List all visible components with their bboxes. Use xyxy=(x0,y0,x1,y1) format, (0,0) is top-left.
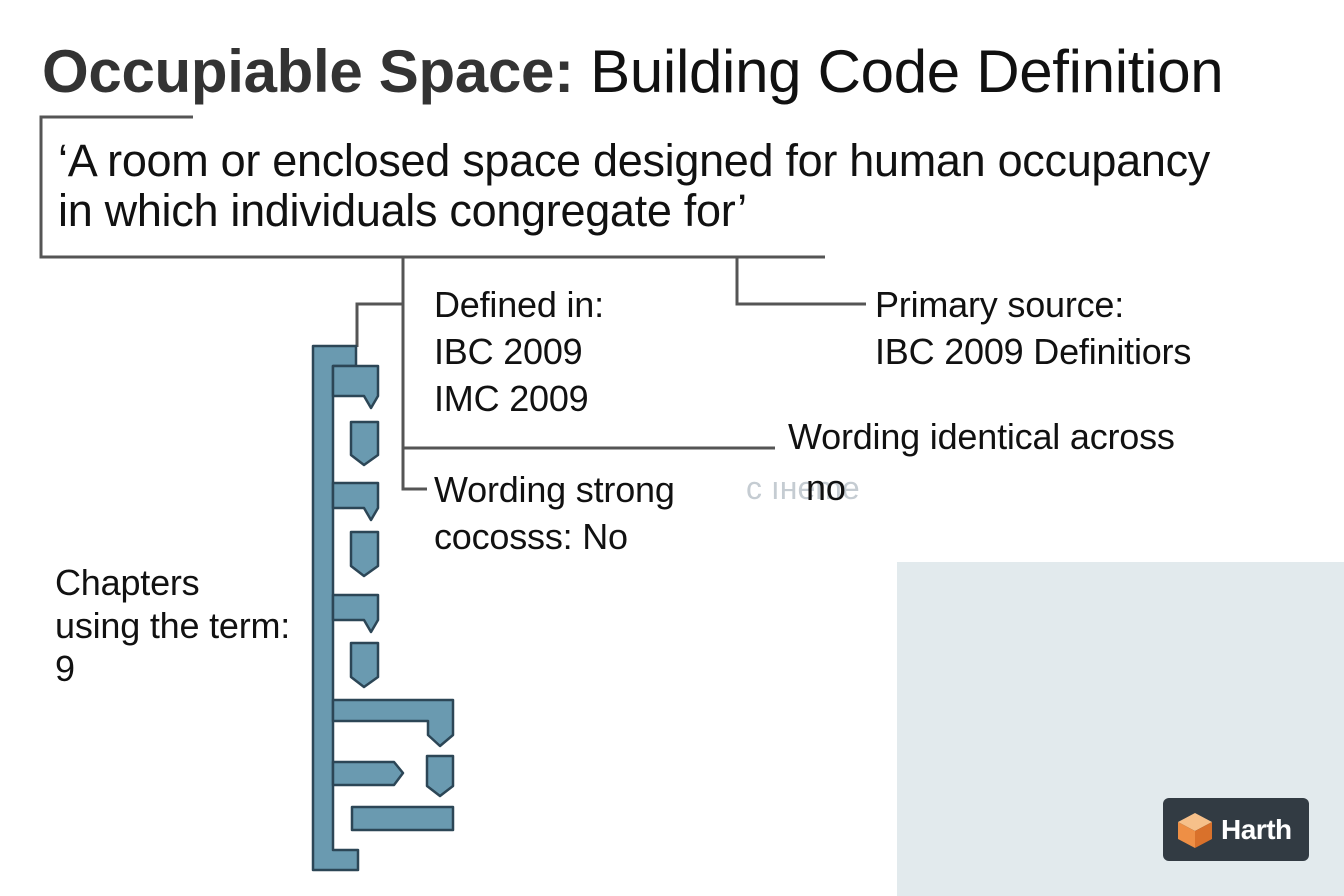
flow-arrow-right xyxy=(331,760,405,787)
brand-logo-badge: Harth xyxy=(1163,798,1309,861)
definition-box-outline xyxy=(39,115,825,259)
wording-identical-label: Wording identical across xyxy=(788,416,1175,457)
primary-source-label: Primary source: xyxy=(875,284,1125,325)
connector-flow-top xyxy=(355,302,403,347)
definition-line-2: in which individuals congregate for’ xyxy=(58,185,747,236)
wording-strong-label: Wording strong xyxy=(434,469,675,510)
flow-branch-graphic xyxy=(311,344,455,872)
primary-source-value: IBC 2009 Definitiors xyxy=(875,331,1192,372)
title-subtitle: Building Code Definition xyxy=(590,38,1224,105)
flow-branch-4 xyxy=(331,698,455,748)
chapters-label-1: Chapters xyxy=(55,562,200,603)
flow-chevron-2 xyxy=(349,530,380,578)
flow-chevron-3 xyxy=(349,641,380,689)
chapters-label-2: using the term: xyxy=(55,605,291,646)
chapters-block: Chapters using the term: 9 xyxy=(55,561,290,690)
flow-chevron-4 xyxy=(425,754,455,798)
defined-in-imc: IMC 2009 xyxy=(434,378,589,419)
wording-strong-block: Wording strong cocosss: No xyxy=(434,466,675,560)
flow-bar-bottom xyxy=(350,805,455,832)
defined-in-block: Defined in: IBC 2009 IMC 2009 xyxy=(434,281,604,422)
flow-branch-1 xyxy=(331,364,380,410)
connector-primary-source xyxy=(735,257,866,306)
page-title: Occupiable Space: Building Code Definiti… xyxy=(42,36,1224,108)
definition-quote: ‘A room or enclosed space designed for h… xyxy=(58,136,1210,236)
defined-in-ibc: IBC 2009 xyxy=(434,331,583,372)
flow-trunk xyxy=(311,344,360,872)
connector-wording-strong xyxy=(401,448,427,491)
title-term: Occupiable Space: xyxy=(42,38,574,105)
definition-line-1: ‘A room or enclosed space designed for h… xyxy=(58,135,1210,186)
wording-identical-value: no xyxy=(806,467,846,508)
flow-chevron-1 xyxy=(349,420,380,467)
primary-source-block: Primary source: IBC 2009 Definitiors xyxy=(875,281,1191,375)
wording-identical-faded-text: c ıнeme xyxy=(746,470,860,506)
chapters-count: 9 xyxy=(55,648,75,689)
cube-logo-icon xyxy=(1178,812,1212,848)
wording-strong-value: cocosss: No xyxy=(434,516,628,557)
defined-in-label: Defined in: xyxy=(434,284,604,325)
brand-logo-text: Harth xyxy=(1221,813,1292,845)
flow-branch-2 xyxy=(331,481,380,522)
flow-branch-3 xyxy=(331,593,380,634)
